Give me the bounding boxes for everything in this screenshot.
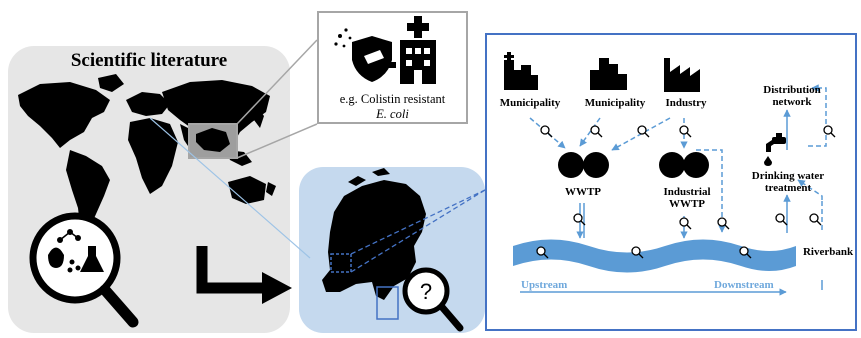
literature-title: Scientific literature [70,50,228,71]
industrial-wwtp-label-line2: WWTP [668,198,706,210]
drinking-water-label-line1: Drinking water [751,170,825,182]
study-area-box [330,253,352,273]
magnifier-icon [29,212,139,328]
sampling-points [536,125,836,259]
world-map [18,74,276,232]
industrial-wwtp-tank [659,152,685,178]
industrial-wwtp-label-line1: Industrial [663,186,711,198]
industry-label: Industry [665,97,707,109]
bacteria-shield-icon [334,28,396,82]
question-magnifier-icon [402,267,464,332]
wwtp-tank [558,152,584,178]
example-text-species: E. coli [376,107,409,121]
downstream-label: Downstream [714,279,774,291]
netherlands-map [322,168,426,300]
wwtp-tank [583,152,609,178]
distribution-network-label-line1: Distribution [763,84,821,96]
factory-icon [664,58,700,92]
drinking-water-label-line2: treatment [764,182,812,194]
distribution-network-label-line2: network [772,96,812,108]
municipality-icon [504,52,538,90]
municipality-label-2: Municipality [584,97,646,109]
tap-icon [764,133,786,166]
industrial-wwtp-tank [683,152,709,178]
municipality-icon [590,58,627,90]
river [513,239,796,273]
riverbank-label: Riverbank [802,246,854,258]
upstream-label: Upstream [521,279,568,291]
example-text-organism: e.g. Colistin resistant [339,92,446,106]
hospital-icon [400,16,436,84]
wwtp-label: WWTP [564,186,602,198]
municipality-label-1: Municipality [499,97,561,109]
arrow-to-netherlands [262,272,292,304]
region-box [376,286,399,320]
question-mark: ? [420,279,432,304]
